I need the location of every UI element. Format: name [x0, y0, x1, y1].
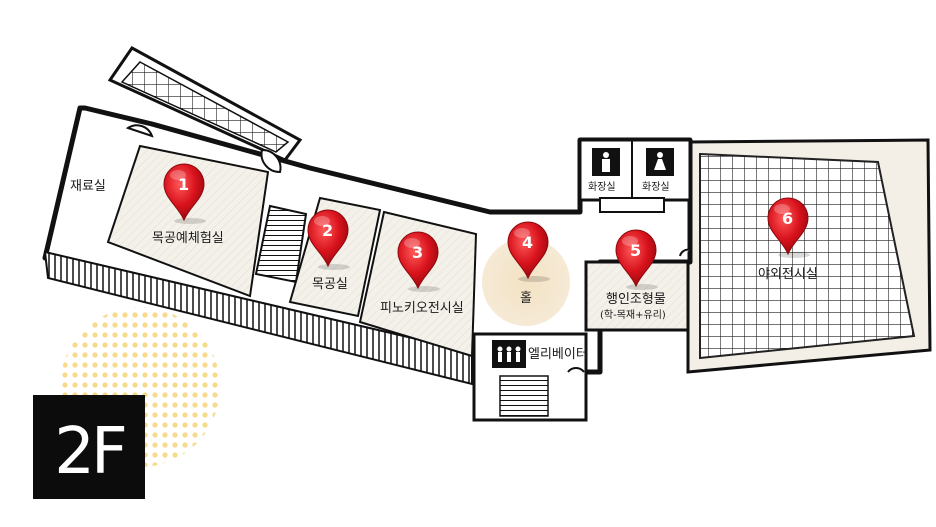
room-label-woodworking: 목공실: [312, 277, 348, 292]
room-sublabel-figure: (학-목재+유리): [600, 309, 666, 321]
room-label-restroom-female: 화장실: [642, 181, 670, 193]
room-label-material: 재료실: [70, 179, 106, 194]
marker-pin-2[interactable]: 2: [307, 209, 350, 270]
floor-badge: 2F: [33, 395, 145, 499]
room-label-elevator: 엘리베이터: [528, 347, 588, 362]
room-label-woodcraft-experience: 목공예체험실: [152, 231, 224, 246]
room-label-hall: 홀: [520, 291, 532, 306]
marker-number-2: 2: [322, 221, 333, 240]
marker-number-4: 4: [522, 233, 533, 252]
male-restroom-icon: [592, 148, 620, 176]
marker-number-1: 1: [178, 175, 189, 194]
marker-number-3: 3: [412, 243, 423, 262]
room-label-pinocchio: 피노키오전시실: [380, 301, 464, 316]
marker-pin-4[interactable]: 4: [507, 221, 550, 282]
marker-number-6: 6: [782, 209, 793, 228]
marker-pin-6[interactable]: 6: [767, 197, 810, 258]
female-restroom-icon: [646, 148, 674, 176]
room-label-restroom-male: 화장실: [588, 181, 616, 193]
room-label-outdoor: 야외전시실: [758, 267, 818, 282]
room-label-figure: 행인조형물: [606, 291, 666, 307]
door-icon: [125, 124, 691, 373]
marker-pin-1[interactable]: 1: [163, 163, 206, 224]
marker-number-5: 5: [630, 241, 641, 260]
hall-spot: [482, 238, 570, 326]
elevator-icon: [492, 340, 526, 368]
marker-pin-5[interactable]: 5: [615, 229, 658, 290]
marker-pin-3[interactable]: 3: [397, 231, 440, 292]
